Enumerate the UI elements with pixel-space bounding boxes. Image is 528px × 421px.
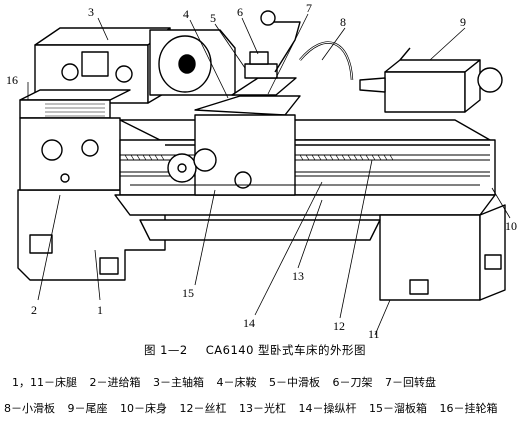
- legend-item: 2－进给箱: [89, 376, 141, 389]
- left-leg-panel: [29, 234, 53, 254]
- callout-7: 7: [306, 1, 312, 15]
- callout-4: 4: [183, 7, 189, 21]
- callout-14: 14: [243, 316, 255, 330]
- left-leg-panel-2: [99, 257, 119, 275]
- chip-tray: [139, 219, 381, 241]
- legend-item: 15－溜板箱: [369, 402, 427, 415]
- callout-1: 1: [97, 303, 103, 317]
- cross-slide: [231, 77, 297, 96]
- legend-item: 12－丝杠: [179, 402, 227, 415]
- knob-2: [115, 65, 133, 83]
- legend-item: 1，11－床腿: [12, 376, 77, 389]
- legend-item: 3－主轴箱: [153, 376, 204, 389]
- right-leg: [379, 214, 481, 301]
- chuck-center: [178, 54, 196, 74]
- gear-cover-grid: [45, 103, 105, 117]
- callout-12: 12: [333, 319, 345, 333]
- knob-1: [61, 63, 79, 81]
- callout-2: 2: [31, 303, 37, 317]
- feed-knob-3: [60, 173, 70, 183]
- legend-item: 13－光杠: [239, 402, 286, 415]
- saddle: [194, 95, 301, 116]
- callout-10: 10: [505, 219, 517, 233]
- figure-number: 图 1—2: [143, 343, 188, 357]
- callout-6: 6: [237, 5, 243, 19]
- tailstock-body: [384, 71, 466, 113]
- callout-3: 3: [88, 5, 94, 19]
- callout-5: 5: [210, 11, 216, 25]
- right-leg-side: [479, 204, 506, 301]
- legend-row-1: 1，11－床腿 2－进给箱 3－主轴箱 4－床鞍 5－中滑板 6－刀架 7－回转…: [12, 374, 528, 390]
- legend-item: 16－挂轮箱: [439, 402, 498, 415]
- legend-item: 7－回转盘: [385, 376, 436, 389]
- tailstock-wheel: [477, 67, 503, 93]
- bed-bottom: [114, 194, 496, 216]
- apron-wheel: [193, 148, 217, 172]
- coolant-hose-inner: [299, 42, 353, 81]
- lamp: [260, 10, 276, 26]
- gear-cover-front: [19, 99, 111, 119]
- lamp-arm: [270, 21, 301, 73]
- handwheel-hub: [177, 163, 187, 173]
- feed-knob-2: [81, 139, 99, 157]
- tailstock-lever: [399, 47, 411, 61]
- feed-knob-1: [41, 139, 63, 161]
- bed-top: [119, 119, 491, 141]
- callout-9: 9: [460, 15, 466, 29]
- tailstock-quill: [359, 77, 386, 93]
- gear-cover: [19, 89, 131, 101]
- legend-item: 5－中滑板: [269, 376, 320, 389]
- legend-item: 4－床鞍: [216, 376, 257, 389]
- lathe-diagram: 3 4 5 6 7 8 9 16 10 2 1 15 13 14 12 11: [6, 1, 517, 340]
- leader-lines: [27, 13, 511, 336]
- callout-16: 16: [6, 73, 18, 87]
- callout-11: 11: [368, 327, 380, 340]
- screw-threads: [124, 154, 394, 161]
- legend-item: 9－尾座: [67, 402, 108, 415]
- headstock-panel: [81, 51, 109, 77]
- legend-item: 14－操纵杆: [298, 402, 357, 415]
- feed-box: [19, 117, 121, 191]
- legend-item: 8－小滑板: [4, 402, 55, 415]
- figure-caption: 图 1—2 CA6140 型卧式车床的外形图: [0, 342, 528, 358]
- apron-knob: [234, 171, 252, 189]
- callout-8: 8: [340, 15, 346, 29]
- callout-13: 13: [292, 269, 304, 283]
- figure-title: CA6140 型卧式车床的外形图: [205, 343, 367, 357]
- coolant-hose: [299, 41, 354, 81]
- legend-item: 10－床身: [120, 402, 167, 415]
- right-leg-panel: [409, 279, 429, 295]
- callout-15: 15: [182, 286, 194, 300]
- right-leg-panel-2: [484, 254, 502, 270]
- tailstock-side: [464, 59, 481, 113]
- compound-rest: [244, 63, 278, 79]
- legend-row-2: 8－小滑板 9－尾座 10－床身 12－丝杠 13－光杠 14－操纵杆 15－溜…: [4, 400, 526, 416]
- legend-item: 6－刀架: [332, 376, 373, 389]
- tool-post: [249, 51, 269, 65]
- tailstock-top: [384, 59, 481, 73]
